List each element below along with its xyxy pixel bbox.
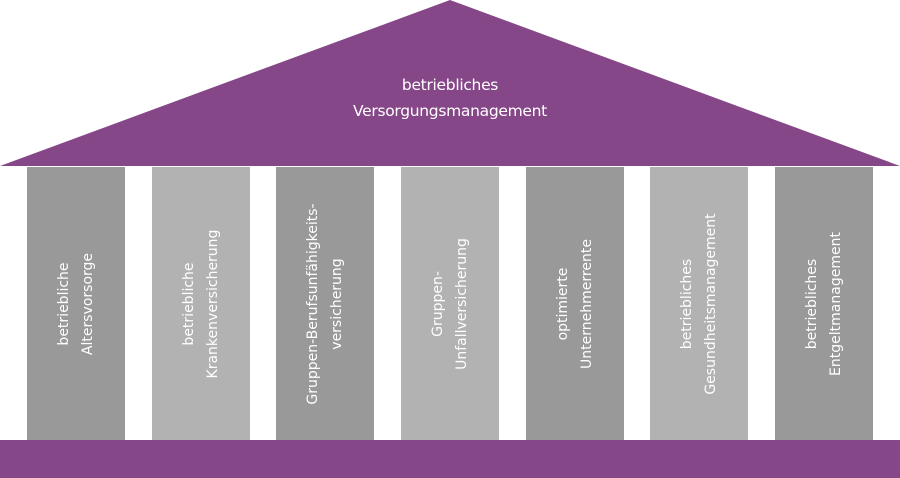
pillar-label-line: betriebliches — [679, 258, 695, 349]
pillar-label: betriebliches Gesundheitsmanagement — [675, 174, 723, 434]
pillar-betriebliches-gesundheitsmanagement: betriebliches Gesundheitsmanagement — [650, 167, 748, 440]
pillar-label-line: Entgeltmanagement — [828, 231, 844, 376]
pillar-label: betriebliche Krankenversicherung — [177, 174, 225, 434]
pillar-label-line: Altersvorsorge — [80, 252, 96, 355]
pillar-gruppen-berufsunfaehigkeitsversicherung: Gruppen-Berufsunfähigkeits- versicherung — [276, 167, 374, 440]
pillar-label: optimierte Unternehmerrente — [551, 174, 599, 434]
pillar-label: Gruppen-Berufsunfähigkeits- versicherung — [301, 174, 349, 434]
pillar-label-line: Unfallversicherung — [454, 237, 470, 370]
pillar-label: betriebliches Entgeltmanagement — [800, 174, 848, 434]
pillar-betriebliches-entgeltmanagement: betriebliches Entgeltmanagement — [775, 167, 873, 440]
pillar-label: betriebliche Altersvorsorge — [52, 174, 100, 434]
pillar-label-line: optimierte — [555, 267, 571, 340]
pillar-label-line: betriebliche — [56, 261, 72, 346]
roof — [0, 0, 900, 166]
foundation-base — [0, 440, 900, 478]
pillar-label-line: Krankenversicherung — [205, 229, 221, 378]
pillar-optimierte-unternehmerrente: optimierte Unternehmerrente — [526, 167, 624, 440]
pillar-betriebliche-krankenversicherung: betriebliche Krankenversicherung — [152, 167, 250, 440]
pillar-label-line: versicherung — [329, 257, 345, 350]
pillar-label-line: betriebliches — [804, 258, 820, 349]
pillar-label-line: Gesundheitsmanagement — [703, 212, 719, 395]
pillar-label-line: betriebliche — [181, 261, 197, 346]
pillar-gruppen-unfallversicherung: Gruppen- Unfallversicherung — [401, 167, 499, 440]
pillar-label-line: Unternehmerrente — [579, 238, 595, 369]
roof-title-line-2: Versorgungsmanagement — [353, 102, 547, 120]
pillar-betriebliche-altersvorsorge: betriebliche Altersvorsorge — [27, 167, 125, 440]
roof-title: betriebliches Versorgungsmanagement — [300, 72, 600, 124]
pillar-label: Gruppen- Unfallversicherung — [426, 174, 474, 434]
pillar-label-line: Gruppen- — [430, 270, 446, 337]
roof-title-line-1: betriebliches — [401, 76, 499, 94]
roof-triangle — [0, 0, 900, 166]
pillar-label-line: Gruppen-Berufsunfähigkeits- — [305, 202, 321, 405]
